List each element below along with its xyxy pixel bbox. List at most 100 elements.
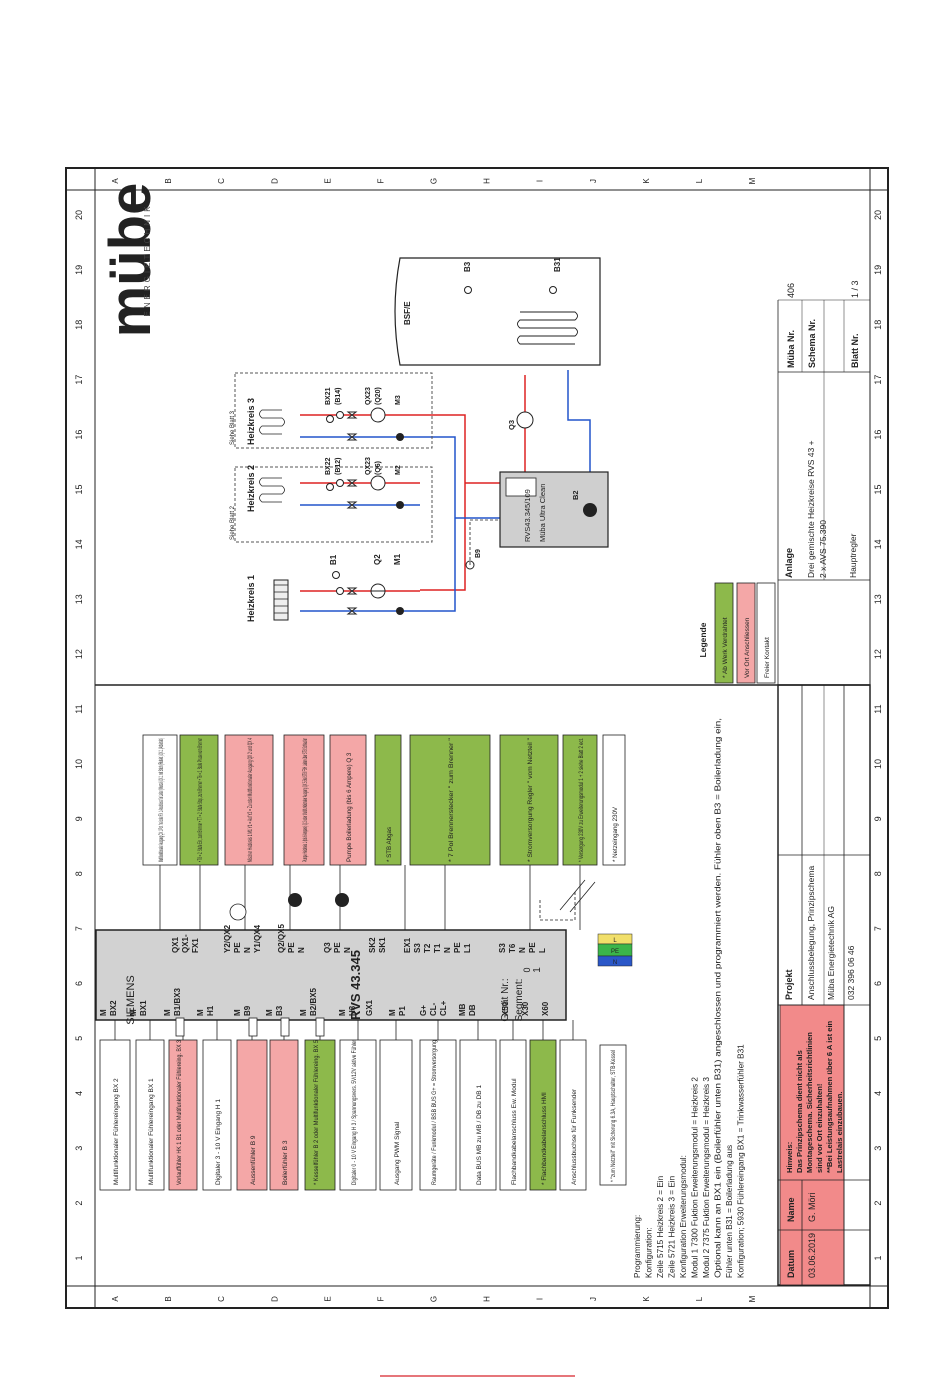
programming-line: Zeile 5721 Heizkreis 3 = Ein xyxy=(668,1175,677,1278)
left-label-text: Digitaler 3 - 10 V Eingang H 1 xyxy=(215,1099,222,1185)
grid-col-label: 2 xyxy=(873,1201,883,1206)
terminal-label: M xyxy=(99,1009,108,1016)
blatt-nr-value: 1 / 3 xyxy=(850,280,860,298)
grid-col-label: 12 xyxy=(74,649,84,659)
legend-swatch xyxy=(736,582,756,684)
label-hk1: Heizkreis 1 xyxy=(246,575,256,622)
left-label-box xyxy=(459,1039,497,1191)
grid-col-label: 3 xyxy=(873,1146,883,1151)
legend-swatch xyxy=(714,582,734,684)
label-b2: B2 xyxy=(571,490,580,500)
grid-col-label: 11 xyxy=(873,704,883,713)
programming-line: Konfiguration; 5930 Fühlereingang BX1 = … xyxy=(737,1044,746,1278)
right-label-box xyxy=(562,734,598,866)
programming-notes: Programmierung:Konfiguration:Zeile 5715 … xyxy=(633,718,746,1278)
pump-icon xyxy=(288,893,302,907)
terminal-label: S3 xyxy=(413,943,422,953)
terminal-label: CL+ xyxy=(439,1000,448,1016)
grid-col-label: 6 xyxy=(873,981,883,986)
grid-row-label: I xyxy=(536,1298,545,1300)
hk2-components xyxy=(336,475,404,509)
datum-value: 03.06.2019 xyxy=(807,1233,817,1278)
hinweis-line: Hinweis: xyxy=(785,1142,794,1173)
legend-item-text: * Ab Werk Verdrahtet xyxy=(722,617,729,678)
anlage-line: Drei gemischte Heizkreise RVS 43 + xyxy=(806,440,816,578)
right-label-box xyxy=(142,734,178,866)
grid-col-label: 7 xyxy=(74,926,84,931)
terminal-label: PE xyxy=(528,942,537,953)
grid-col-label: 16 xyxy=(74,430,84,440)
hk3-components xyxy=(336,407,404,441)
grid-col-label: 12 xyxy=(873,649,883,659)
right-label-box xyxy=(499,734,559,866)
controller-segment: Segment: xyxy=(514,979,525,1022)
sheet-border xyxy=(65,167,889,1309)
grid-col-label: 17 xyxy=(873,375,883,385)
controller-segment-value: 0 xyxy=(522,967,532,972)
terminal-label: T2 xyxy=(423,943,432,953)
projekt-line: 032 396 06 46 xyxy=(846,945,856,1000)
terminal-label: L1 xyxy=(463,943,472,953)
terminal-label: X60 xyxy=(541,1001,550,1016)
terminal-label: H1 xyxy=(206,1005,215,1016)
label-q2: Q2 xyxy=(373,554,382,565)
name-label: Name xyxy=(786,1197,796,1222)
label-hk3: Heizkreis 3 xyxy=(246,398,256,445)
projekt-label: Projekt xyxy=(784,969,794,1000)
hinweis-box xyxy=(779,1004,845,1286)
left-label-box xyxy=(529,1039,557,1191)
programming-line: Modul 1 7300 Fuktion Erweiterungsmodul =… xyxy=(691,1077,700,1278)
right-label-text: * Stromversorgung Regler " vom Netzteil … xyxy=(527,738,534,862)
q3-pump-icon xyxy=(516,411,534,429)
legend-item-text: Freier Kontakt xyxy=(764,637,771,678)
grid-col-label: 15 xyxy=(873,484,883,494)
programming-line: Modul 2 7375 Fuktion Erweiterungsmodul =… xyxy=(702,1077,711,1278)
projekt-line: Anschlussbelegung, Prinzipschema xyxy=(806,866,816,1000)
hk3-dashed-box xyxy=(234,372,433,449)
grid-col-label: 20 xyxy=(873,210,883,220)
hk1-components xyxy=(336,583,404,615)
grid-col-label: 19 xyxy=(873,265,883,275)
grid-row-label: D xyxy=(270,178,279,184)
left-label-text: Multifunktionaler Fühlereingang BX 1 xyxy=(148,1078,155,1185)
schema-nr-label: Schema Nr. xyxy=(807,319,817,368)
hinweis-line: Montageschema. Sicherheitsrichtlinien xyxy=(805,1032,814,1173)
grid-row-label: B xyxy=(164,1296,173,1301)
grid-row-label: M xyxy=(748,177,757,184)
hinweis-line: **Bei Leistungsaufnahmen über 6 A ist ei… xyxy=(825,1020,834,1173)
grid-row-label: H xyxy=(483,178,492,184)
grid-row-label: K xyxy=(642,1296,651,1302)
brand-logo: mübe ENERGIETECHNIK xyxy=(98,183,163,338)
wiring xyxy=(159,865,596,1037)
grid-col-label: 14 xyxy=(873,539,883,549)
grid-row-label: I xyxy=(536,180,545,182)
grid-col-label: 10 xyxy=(873,759,883,769)
label-b12: (B12) xyxy=(335,457,342,475)
left-label-text: Boilerfühler B 3 xyxy=(282,1140,289,1185)
terminal-label: G+ xyxy=(419,1005,428,1016)
left-label-text: Raumgeräte / Funkmodul / BSB BUS G+ = St… xyxy=(431,1040,438,1185)
controller-segment-value: 1 xyxy=(532,967,543,973)
mueba-nr-value: 406 xyxy=(786,283,796,298)
terminal-label: M xyxy=(196,1009,205,1016)
anlage-line: 2 x AVS 75.390 xyxy=(818,520,828,578)
bus-strip xyxy=(597,933,633,967)
hk2-floor-coil xyxy=(259,477,285,503)
label-b14: (B14) xyxy=(335,387,342,405)
hk2-dashed-box xyxy=(234,466,433,543)
label-siehe2: Siehe Blatt 2 xyxy=(230,505,236,540)
grid-col-label: 5 xyxy=(74,1036,84,1041)
terminal-label: B3 xyxy=(275,1005,284,1016)
left-label-box xyxy=(559,1039,587,1191)
terminal-label: X50 xyxy=(501,1001,510,1016)
terminal-label: M xyxy=(129,1009,138,1016)
terminal-label: M xyxy=(338,1009,347,1016)
pump-icon xyxy=(335,893,349,907)
right-label-box xyxy=(374,734,402,866)
grid-col-label: 8 xyxy=(74,871,84,876)
